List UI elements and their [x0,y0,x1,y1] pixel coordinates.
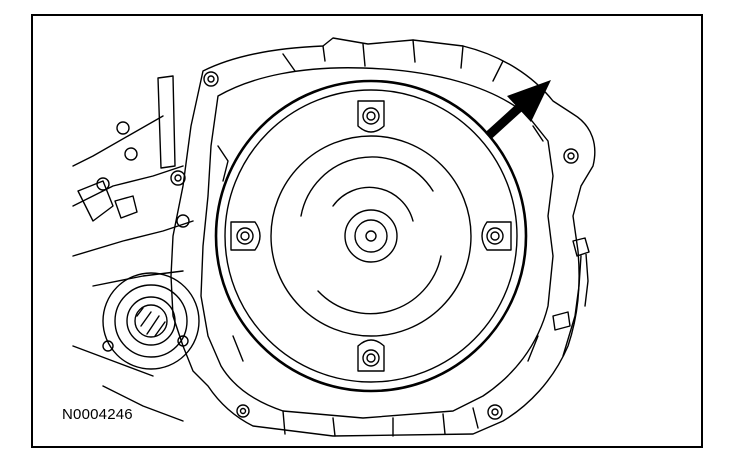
housing-boss [177,335,189,347]
torque-converter-arc [300,156,434,217]
torque-converter-ring [270,135,472,337]
rib-detail [217,125,544,362]
housing-boss [567,152,575,160]
housing-boss [102,340,114,352]
housing-boss [124,147,138,161]
torque-converter-arc [332,186,414,222]
transmission-drawing [72,37,596,437]
housing-boss [174,174,182,182]
top-detail [282,39,504,82]
housing-boss [116,121,130,135]
housing-flange [200,67,554,419]
left-bracket [157,75,176,169]
torque-converter-hub [354,219,388,253]
figure-id-label: N0004246 [60,406,135,423]
output-shaft-seal [102,272,200,370]
housing-outline [170,37,596,437]
torque-converter [214,79,528,393]
wiring-connector [552,237,590,357]
housing-boss [563,148,579,164]
left-linkage [77,180,138,222]
housing-boss [176,214,190,228]
housing-boss [170,170,186,186]
housing-boss [236,404,250,418]
converter-stud-top [357,100,385,133]
torque-converter-arc [317,255,442,315]
torque-converter-hub [344,209,398,263]
bottom-detail [282,407,479,437]
figure-frame: N0004246 [31,14,703,448]
housing-boss [203,71,219,87]
converter-stud-left [230,221,261,251]
torque-converter-hub [365,230,377,242]
housing-boss [487,404,503,420]
left-ribs [72,115,194,422]
housing-boss [207,75,215,83]
housing-boss [239,407,247,415]
converter-stud-bottom [357,339,385,372]
converter-stud-right [481,221,512,251]
housing-boss [491,408,499,416]
torque-converter-face [224,89,518,383]
arrow-icon [484,80,551,140]
